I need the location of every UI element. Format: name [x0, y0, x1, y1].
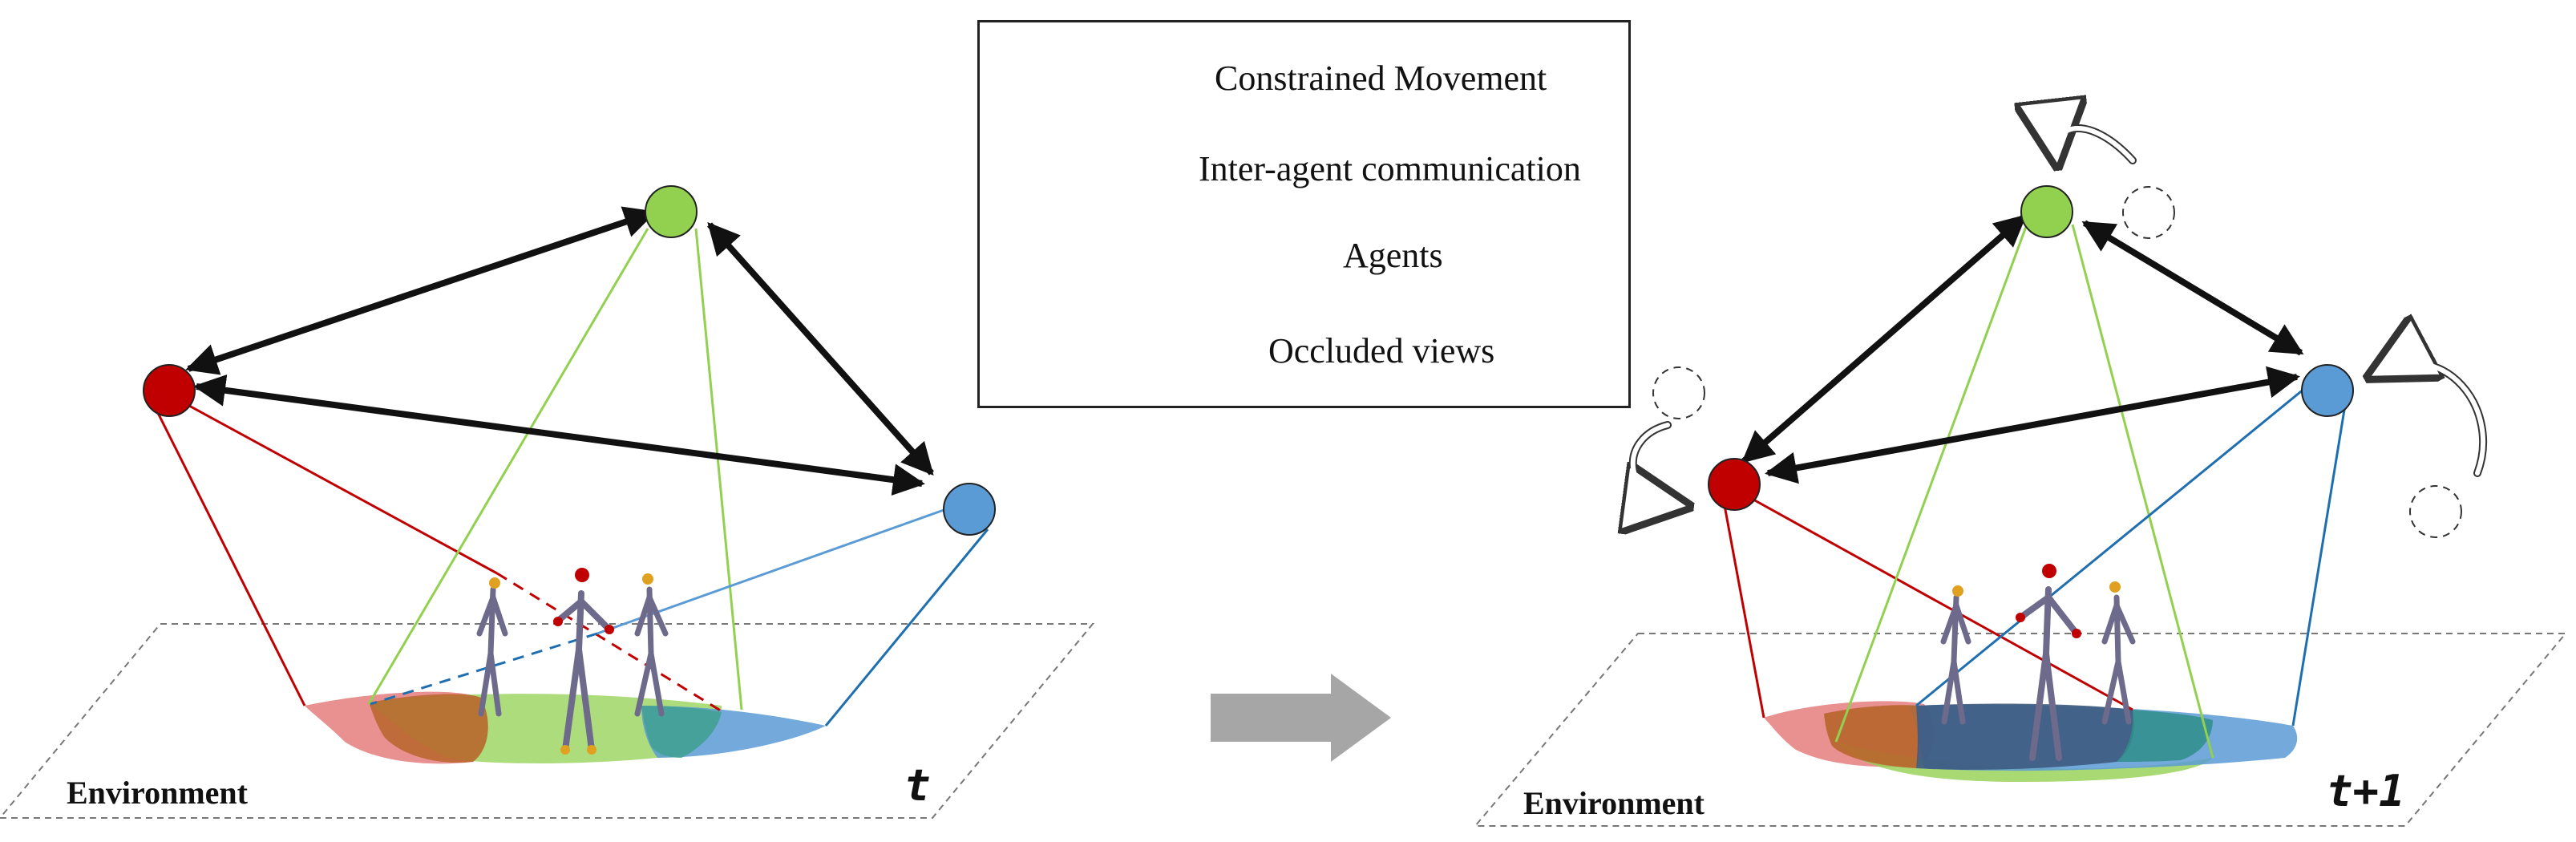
skeleton-figure-icon: [634, 573, 669, 717]
skeleton-figure-icon: [476, 577, 508, 717]
blue-previous-position-icon: [2409, 485, 2462, 538]
right-red-view-line: [1745, 494, 2133, 711]
red-movement-curved-arrow-icon: [1633, 421, 1680, 505]
right-green-view-line: [2071, 224, 2214, 759]
red-previous-position-icon: [1652, 366, 1705, 419]
right-red-view-line: [1722, 500, 1765, 719]
right-agent-green: [2020, 185, 2073, 238]
blue-movement-curved-arrow-icon-inner: [2375, 361, 2486, 476]
legend-occluded-views: Occluded views: [1268, 331, 1495, 370]
left-comm-arrow-red-green: [185, 206, 657, 375]
red-movement-curved-arrow-icon-inner: [1630, 423, 1682, 508]
left-agent-blue: [943, 483, 996, 536]
left-scene: [0, 185, 1095, 819]
left-comm-arrow-green-blue: [707, 222, 934, 476]
left-green-view-line: [694, 228, 743, 710]
right-environment-plane: [1473, 633, 2568, 827]
right-comm-arrow-red-green: [1741, 213, 2028, 464]
left-agent-green: [645, 185, 698, 238]
left-red-view-line: [180, 399, 498, 575]
left-blue-view-line: [824, 528, 989, 727]
left-agent-red: [143, 364, 196, 417]
right-green-coverage: [1836, 742, 2213, 782]
left-teal-overlap: [641, 706, 722, 758]
right-environment-label: Environment: [1523, 785, 1705, 821]
right-comm-arrow-red-blue: [1765, 366, 2300, 484]
right-teal-overlap: [2117, 710, 2213, 762]
right-green-view-line: [1834, 224, 2028, 743]
left-overlap-region: [369, 694, 488, 763]
right-agent-blue: [2301, 364, 2354, 417]
legend-agents: Agents: [1343, 236, 1443, 275]
right-blue-view-line: [2291, 404, 2347, 727]
left-environment-plane: [0, 623, 1095, 819]
right-dark-overlap: [1916, 703, 2134, 770]
left-environment-label: Environment: [67, 775, 248, 811]
legend-box: [977, 20, 1631, 408]
skeleton-figure-icon: [553, 568, 614, 755]
right-overlap-region: [1824, 705, 1919, 768]
legend-inter-agent-communication: Inter-agent communication: [1199, 149, 1581, 188]
skeleton-figure-icon: [1940, 585, 1971, 725]
left-time-label: t: [904, 760, 931, 811]
skeleton-figure-icon: [2016, 564, 2081, 761]
left-red-occluded-line: [496, 572, 726, 715]
left-blue-occluded-line: [370, 632, 598, 706]
right-scene: [1473, 126, 2568, 827]
left-red-view-line: [152, 404, 306, 706]
skeleton-figure-icon: [2101, 581, 2136, 725]
green-previous-position-icon: [2122, 186, 2175, 239]
right-agent-red: [1708, 458, 1761, 511]
green-movement-curved-arrow-icon-inner: [2053, 126, 2135, 163]
right-comm-arrow-green-blue: [2081, 220, 2304, 356]
blue-movement-curved-arrow-icon: [2377, 363, 2488, 477]
right-time-label: t+1: [2327, 766, 2405, 816]
legend-constrained-movement: Constrained Movement: [1215, 59, 1547, 98]
transition-arrow-icon: [1211, 674, 1391, 762]
